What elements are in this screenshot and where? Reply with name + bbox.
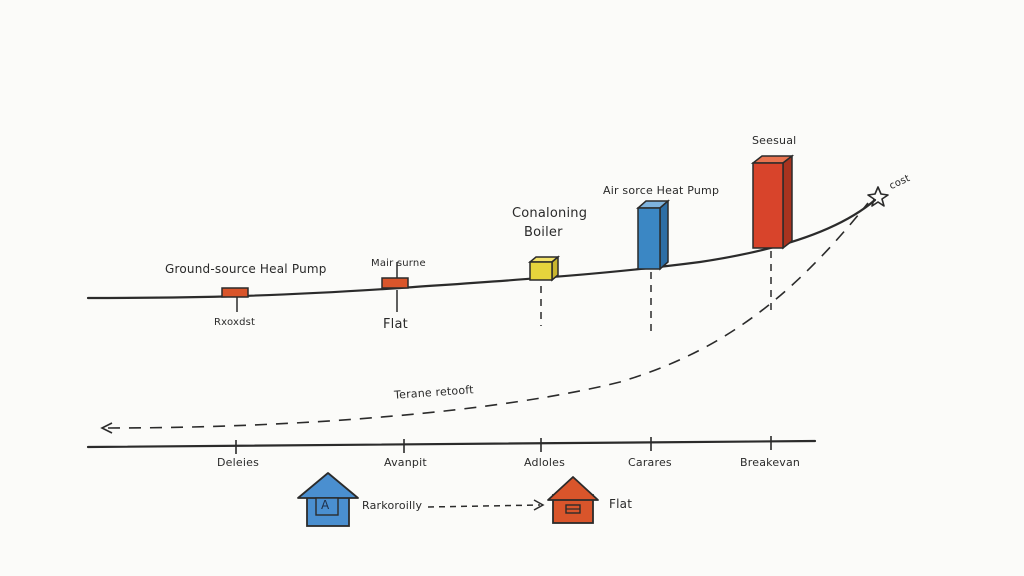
tick-label-0: Deleies (217, 456, 260, 469)
star-icon (867, 186, 889, 207)
marker-seasonal (750, 154, 795, 315)
label-boiler-line2: Boiler (524, 225, 563, 240)
house-red-icon (547, 476, 599, 524)
house-blue-icon (297, 472, 359, 527)
house-letter: A (321, 498, 330, 512)
tick-label-2: Adloles (524, 456, 566, 469)
label-ground-source: Ground-source Heal Pump (165, 262, 327, 276)
label-mair-surne: Mair surne (371, 258, 426, 269)
marker-ground-source (221, 287, 249, 312)
label-boiler-line1: Conaloning (512, 206, 588, 221)
marker-flat (381, 262, 409, 312)
tick-label-4: Breakevan (740, 456, 801, 469)
tick-label-1: Avanpit (384, 456, 427, 469)
legend-to-label: Flat (609, 497, 633, 511)
marker-air-source (636, 199, 670, 332)
lower-axis-line (86, 439, 817, 449)
lower-axis-ticks (235, 436, 772, 454)
legend-arrow-head (533, 499, 545, 511)
legend-from-label: Rarkoroilly (362, 499, 423, 512)
label-flat-below: Flat (383, 317, 408, 332)
label-seasonal: Seesual (752, 134, 797, 147)
label-ground-source-below: Rxoxdst (214, 317, 256, 328)
marker-boiler (527, 255, 561, 326)
retrofit-dashed-curve (107, 202, 869, 429)
label-air-source: Air sorce Heat Pump (603, 184, 720, 197)
legend-dashed-arrow (427, 504, 541, 508)
tick-label-3: Carares (628, 456, 672, 469)
arrow-head-left (100, 422, 113, 434)
